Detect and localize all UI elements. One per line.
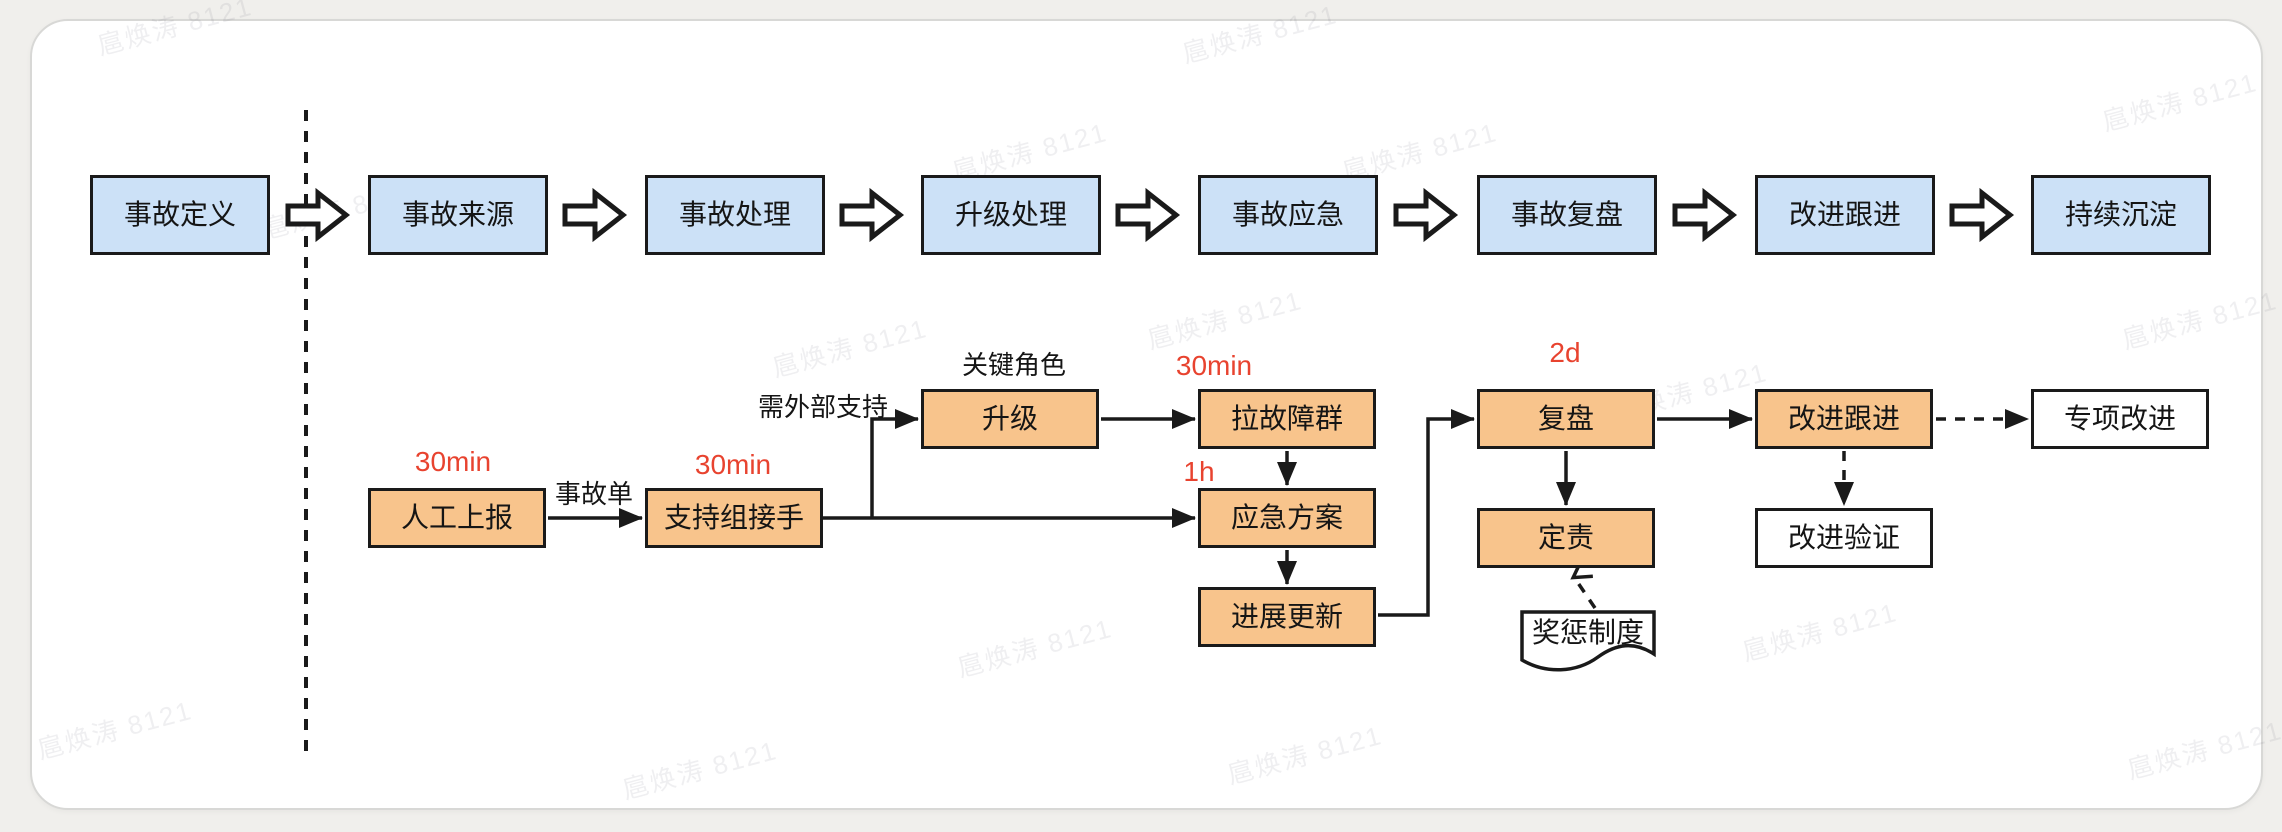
edge-progress-update-to-review xyxy=(1378,409,1475,617)
phase-label: 事故复盘 xyxy=(1510,199,1623,230)
block-arrow-icon xyxy=(1672,187,1738,243)
note-label-key-role: 关键角色 xyxy=(961,350,1067,380)
block-arrow-icon xyxy=(285,187,351,243)
edge-label-need-external-support: 需外部支持 xyxy=(757,392,889,422)
phase-incident-emergency: 事故应急 xyxy=(1198,175,1378,255)
phase-incident-definition: 事故定义 xyxy=(90,175,270,255)
phase-label: 事故来源 xyxy=(401,199,514,230)
node-support-takeover: 支持组接手 xyxy=(645,488,823,548)
node-special-improvement: 专项改进 xyxy=(2031,389,2209,449)
node-accountability: 定责 xyxy=(1477,508,1655,568)
node-label: 定责 xyxy=(1537,522,1594,553)
node-label: 人工上报 xyxy=(400,502,513,533)
solid-connectors xyxy=(548,409,1753,617)
time-label-manual-report: 30min xyxy=(414,446,492,477)
time-label-emergency-plan: 1h xyxy=(1183,456,1215,487)
node-label: 改进跟进 xyxy=(1787,403,1900,434)
node-label: 专项改进 xyxy=(2063,403,2176,434)
node-label: 复盘 xyxy=(1537,403,1594,434)
node-label: 奖惩制度 xyxy=(1531,617,1644,648)
time-label-support-takeover: 30min xyxy=(694,449,772,480)
block-arrow-icon xyxy=(562,187,628,243)
phase-incident-review: 事故复盘 xyxy=(1477,175,1657,255)
node-label: 支持组接手 xyxy=(663,502,804,533)
phase-label: 升级处理 xyxy=(954,199,1067,230)
node-label: 升级 xyxy=(981,403,1038,434)
phase-label: 事故定义 xyxy=(123,199,236,230)
node-escalate: 升级 xyxy=(921,389,1099,449)
node-label: 进展更新 xyxy=(1230,601,1343,632)
phase-improvement-followup: 改进跟进 xyxy=(1755,175,1935,255)
time-label-incident-group: 30min xyxy=(1175,350,1253,381)
node-label: 拉故障群 xyxy=(1230,403,1343,434)
edge-label-incident-ticket: 事故单 xyxy=(554,479,634,509)
node-label: 改进验证 xyxy=(1787,522,1900,553)
block-arrow-icon xyxy=(1115,187,1181,243)
edge-reward-system-to-accountability xyxy=(1570,558,1597,609)
phase-label: 改进跟进 xyxy=(1788,199,1901,230)
block-arrow-icon xyxy=(839,187,905,243)
block-arrow-icon xyxy=(1393,187,1459,243)
block-arrow-icon xyxy=(1949,187,2015,243)
node-improvement-verify: 改进验证 xyxy=(1755,508,1933,568)
phase-escalation-handling: 升级处理 xyxy=(921,175,1101,255)
node-reward-punishment-doc: 奖惩制度 xyxy=(1520,610,1656,676)
node-create-incident-group: 拉故障群 xyxy=(1198,389,1376,449)
phase-label: 持续沉淀 xyxy=(2064,199,2177,230)
node-emergency-plan: 应急方案 xyxy=(1198,488,1376,548)
phase-label: 事故处理 xyxy=(678,199,791,230)
node-progress-update: 进展更新 xyxy=(1198,587,1376,647)
phase-label: 事故应急 xyxy=(1231,199,1344,230)
document-shape xyxy=(1520,610,1656,672)
phase-incident-handling: 事故处理 xyxy=(645,175,825,255)
phase-incident-source: 事故来源 xyxy=(368,175,548,255)
node-label: 应急方案 xyxy=(1230,502,1343,533)
phase-block-arrows xyxy=(285,187,2015,243)
phase-continuous-accumulation: 持续沉淀 xyxy=(2031,175,2211,255)
edge-support-to-escalate xyxy=(870,409,919,518)
node-improvement-followup: 改进跟进 xyxy=(1755,389,1933,449)
node-manual-report: 人工上报 xyxy=(368,488,546,548)
dashed-connectors xyxy=(1570,409,2029,609)
time-label-review: 2d xyxy=(1549,337,1581,368)
node-review: 复盘 xyxy=(1477,389,1655,449)
